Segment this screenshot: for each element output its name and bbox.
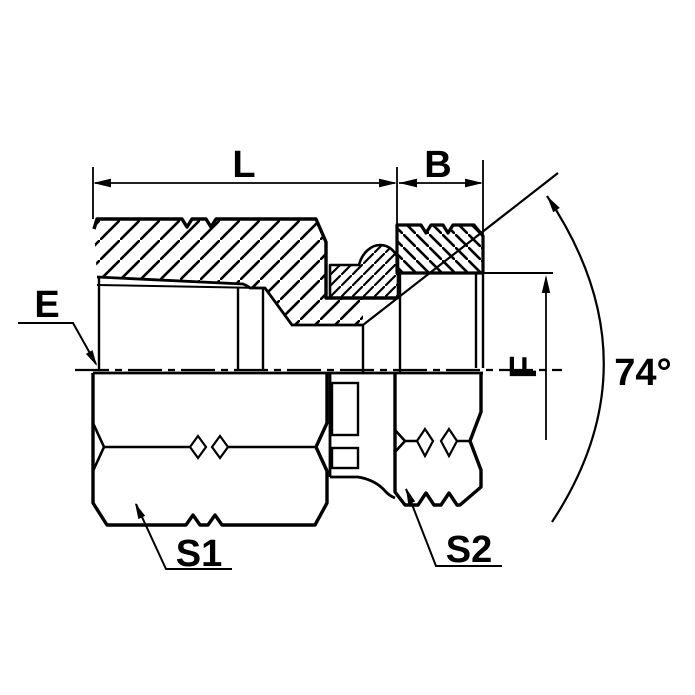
length-dimension-label: L <box>232 144 255 186</box>
hex-body-view <box>91 373 329 527</box>
seat-angle-line <box>362 172 559 326</box>
arrowhead <box>547 196 560 213</box>
exterior-view <box>91 371 483 527</box>
nut-section <box>395 223 485 372</box>
hex-facet-diamond <box>210 434 230 460</box>
hex-label-S2: S2 <box>446 529 492 571</box>
leader-S1: S1 <box>135 503 232 575</box>
leader-S2: S2 <box>405 488 502 571</box>
arrowhead <box>379 178 397 188</box>
arrowhead <box>93 178 111 188</box>
arrowhead <box>399 178 417 188</box>
arrowhead <box>406 488 416 505</box>
thread-label-F: F <box>503 355 545 378</box>
hex-facet-diamond <box>188 434 208 460</box>
swivel-nut-view <box>393 373 483 507</box>
arrowhead <box>135 503 146 520</box>
body-section <box>92 217 397 372</box>
hex-facet-diamond <box>439 427 459 459</box>
dimension-L: L <box>92 144 398 225</box>
width-dimension-label: B <box>424 144 451 186</box>
arrowhead <box>85 350 97 366</box>
angle-dimension: 74° <box>546 195 672 523</box>
arrowhead <box>465 178 483 188</box>
dimension-F: F <box>483 272 553 440</box>
dimension-B: B <box>399 144 484 236</box>
angle-label: 74° <box>614 352 671 394</box>
hex-label-S1: S1 <box>176 533 222 575</box>
arrowhead <box>541 275 551 293</box>
leader-E: E <box>18 284 97 366</box>
hex-facet-diamond <box>415 427 435 459</box>
neck-steps <box>328 373 396 500</box>
thread-label-E: E <box>34 284 59 326</box>
